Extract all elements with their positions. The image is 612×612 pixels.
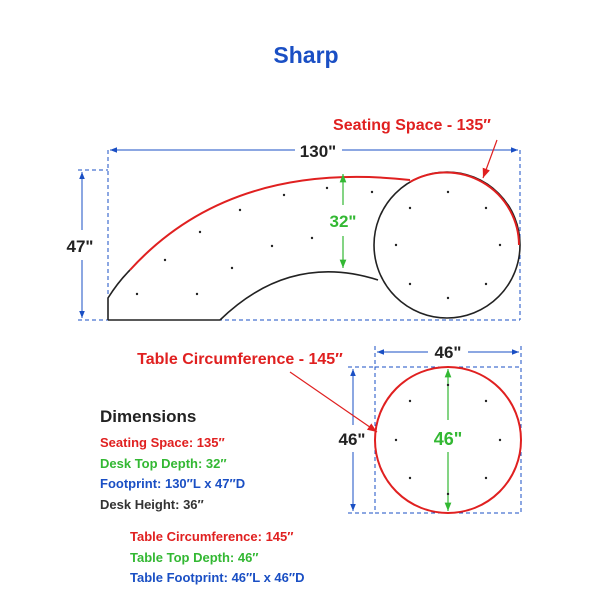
footprint-spec: Footprint: 130″L x 47″D [100,476,246,491]
table-circle [374,366,522,514]
dimensions-list: Dimensions Seating Space: 135″ Desk Top … [100,407,305,589]
table-circ-leader [289,371,378,433]
desk-shape [107,175,411,321]
desk-dots [135,186,502,300]
table-box-extenders [348,346,522,514]
dimensions-heading: Dimensions [100,407,197,426]
table-width-label: 46" [435,343,462,362]
seating-space-spec: Seating Space: 135″ [100,435,225,450]
table-circumference-spec: Table Circumference: 145″ [130,529,294,544]
table-footprint-spec: Table Footprint: 46″L x 46″D [130,570,305,585]
table-circ-label: Table Circumference - 145″ [137,351,343,368]
seating-label: Seating Space - 135″ [333,117,491,134]
table-top-depth-spec: Table Top Depth: 46″ [130,549,259,565]
table-depth-label: 46" [434,429,463,449]
desk-top-depth-spec: Desk Top Depth: 32″ [100,455,227,471]
desk-height-spec: Desk Height: 36″ [100,496,204,512]
seating-leader [482,139,498,179]
table-height-label: 46" [339,430,366,449]
depth-label: 47" [67,237,94,256]
width-label: 130" [300,142,336,161]
seating-arc [409,171,520,246]
page-title: Sharp [273,42,339,68]
table-dots [394,383,502,496]
desk-depth-label: 32" [330,212,357,231]
